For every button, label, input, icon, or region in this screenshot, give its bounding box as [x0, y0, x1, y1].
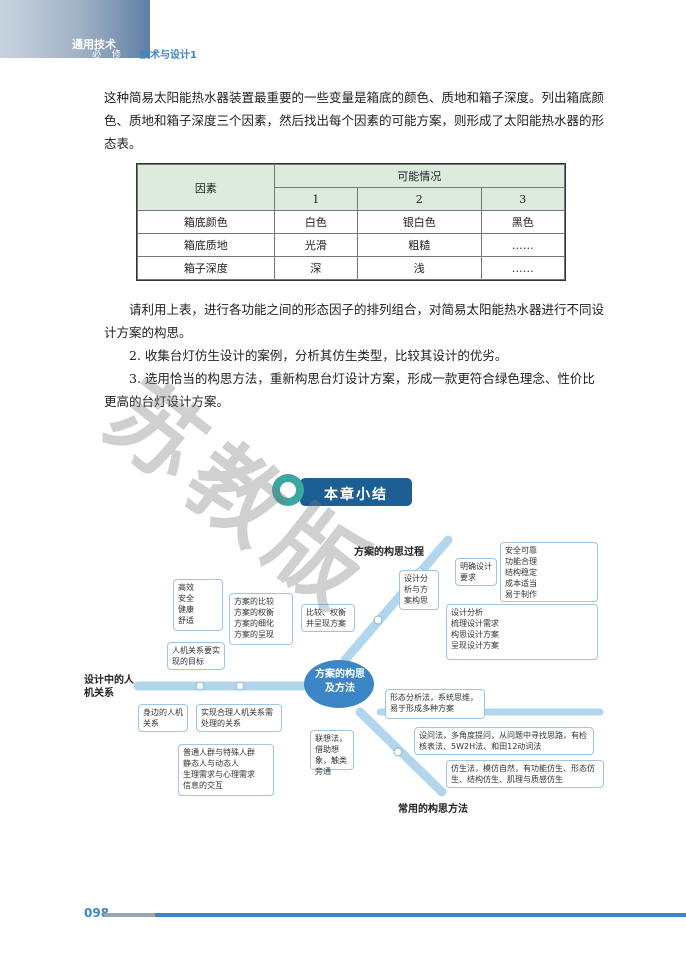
table-subheader: 1 — [273, 187, 359, 211]
goals-list: 高效 安全 健康 舒适 — [173, 579, 223, 631]
list-item: 舒适 — [178, 616, 194, 625]
table-cell: 浅 — [357, 256, 482, 280]
top-topic: 方案的构思过程 — [354, 547, 424, 558]
compare-box: 比较、权衡并呈现方案 — [301, 604, 355, 632]
book-title: 技术与设计1 — [140, 50, 197, 61]
exercise-2: 2. 收集台灯仿生设计的案例，分析其仿生类型，比较其设计的优劣。 — [129, 348, 508, 363]
table-row: 箱底质地 光滑 粗糙 …… — [137, 233, 565, 257]
list-item: 方案的权衡 — [234, 608, 274, 617]
list-item: 设计分析 — [451, 608, 483, 617]
clarify-box: 明确设计要求 — [455, 558, 497, 586]
left-topic: 设计中的人机关系 — [84, 675, 134, 699]
list-item: 构思设计方案 — [451, 630, 499, 639]
summary-title: 本章小结 — [324, 487, 388, 503]
list-item: 梳理设计需求 — [451, 619, 499, 628]
list-item: 信息的交互 — [183, 781, 223, 790]
bottom-topic: 常用的构思方法 — [398, 804, 468, 815]
table-subheader: 3 — [480, 187, 565, 211]
list-item: 易于制作 — [505, 590, 537, 599]
table-cell: 箱子深度 — [137, 256, 275, 280]
method-morphology: 形态分析法，系统思维，易于形成多种方案 — [385, 689, 485, 719]
header-band: 通用技术 必 修 — [0, 0, 150, 60]
series-level: 必 修 — [92, 50, 125, 60]
table-cell: …… — [480, 256, 565, 280]
analysis-list: 设计分析 梳理设计需求 构思设计方案 呈现设计方案 — [446, 604, 598, 660]
list-item: 方案的细化 — [234, 619, 274, 628]
exercise-3: 3. 选用恰当的构思方法，重新构思台灯设计方案，形成一款更符合绿色理念、性价比更… — [104, 371, 595, 409]
list-item: 方案的比较 — [234, 597, 274, 606]
method-bionic: 仿生法，模仿自然，有功能仿生、形态仿生、结构仿生、肌理与质感仿生 — [446, 760, 604, 788]
list-item: 普通人群与特殊人群 — [183, 748, 255, 757]
table-cell: 深 — [273, 256, 359, 280]
method-association: 联想法，借助想象，触类旁通 — [310, 730, 354, 776]
table-cell: 箱底质地 — [137, 233, 275, 257]
around-box: 身边的人机关系 — [138, 704, 188, 732]
list-item: 方案的呈现 — [234, 630, 274, 639]
goal-box: 人机关系要实现的目标 — [167, 642, 225, 670]
list-item: 结构稳定 — [505, 568, 537, 577]
method-question: 设问法，多角度提问，从问题中寻找思路，有检核表法、5W2H法、和田12动词法 — [414, 727, 594, 755]
process-box: 设计分析与方案构思 — [399, 570, 439, 610]
table-row: 箱底颜色 白色 银白色 黑色 — [137, 210, 565, 234]
list-item: 生理需求与心理需求 — [183, 770, 255, 779]
summary-center: 方案的构思及方法 — [315, 669, 365, 694]
morphology-table: 因素 可能情况 1 2 3 箱底颜色 白色 银白色 黑色 箱底质地 光滑 粗糙 … — [136, 163, 566, 281]
table-cell: 光滑 — [273, 233, 359, 257]
series-title: 通用技术 — [72, 38, 116, 51]
list-item: 健康 — [178, 605, 194, 614]
compare-list: 方案的比较 方案的权衡 方案的细化 方案的呈现 — [229, 593, 293, 645]
list-item: 安全 — [178, 594, 194, 603]
intro-paragraph: 这种简易太阳能热水器装置最重要的一些变量是箱底的颜色、质地和箱子深度。列出箱底颜… — [104, 90, 605, 151]
list-item: 功能合理 — [505, 557, 537, 566]
list-item: 成本适当 — [505, 579, 537, 588]
handle-box: 实现合理人机关系需处理的关系 — [196, 704, 282, 732]
footer-rule-blue — [155, 913, 686, 917]
handle-list: 普通人群与特殊人群 静态人与动态人 生理需求与心理需求 信息的交互 — [178, 744, 274, 796]
table-cell: 箱底颜色 — [137, 210, 275, 234]
list-item: 安全可靠 — [505, 546, 537, 555]
table-row: 箱子深度 深 浅 …… — [137, 256, 565, 280]
require-list: 安全可靠 功能合理 结构稳定 成本适当 易于制作 — [500, 542, 598, 602]
footer-rule-gray — [104, 913, 155, 917]
list-item: 高效 — [178, 583, 194, 592]
list-item: 呈现设计方案 — [451, 641, 499, 650]
exercise-1: 请利用上表，进行各功能之间的形态因子的排列组合，对简易太阳能热水器进行不同设计方… — [104, 302, 605, 340]
list-item: 静态人与动态人 — [183, 759, 239, 768]
page-number: 098 — [84, 906, 110, 920]
